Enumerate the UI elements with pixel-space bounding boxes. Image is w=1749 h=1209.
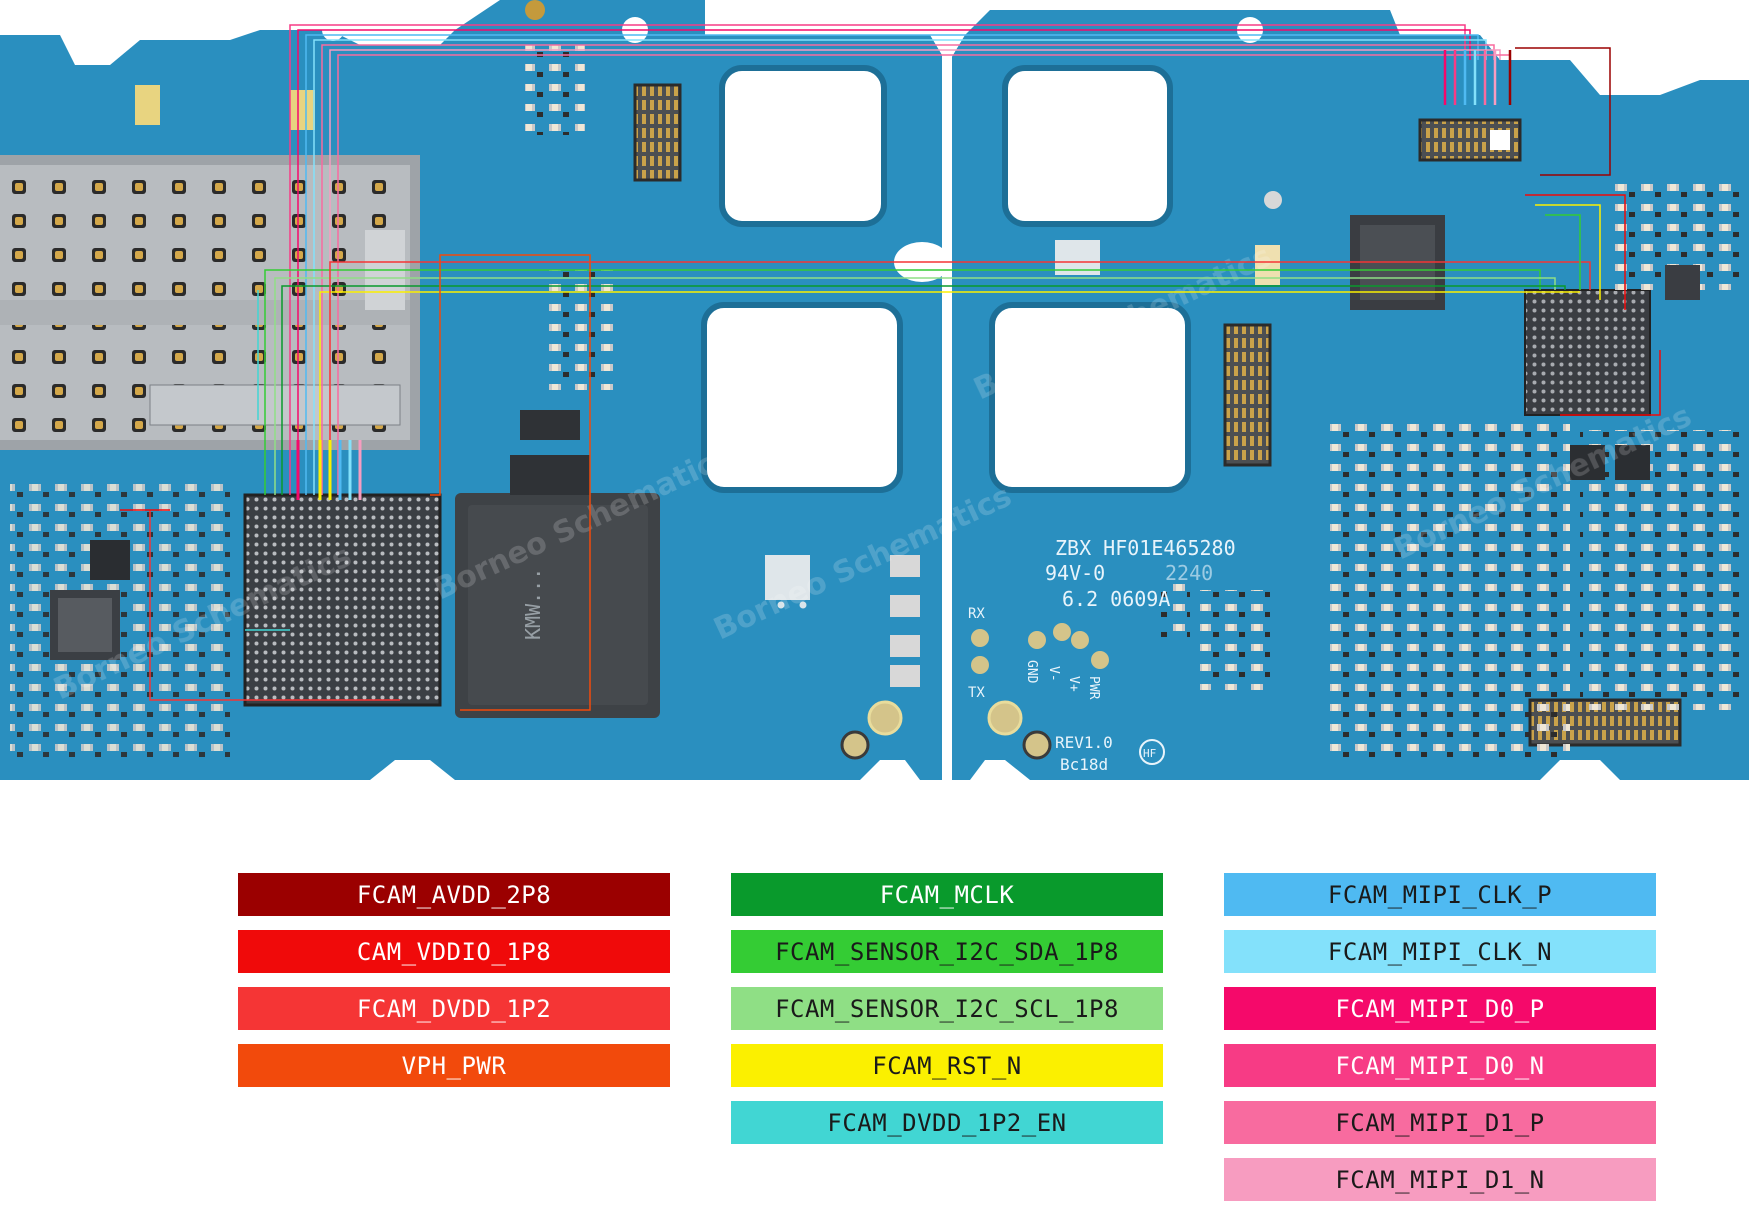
legend-item-fcam-dvdd-1p2: FCAM_DVDD_1P2 [238,987,670,1030]
pcb-board-photo: KMW... ZBX [0,0,1749,780]
pmic-bga-chip [1524,289,1651,416]
legend-item-fcam-mipi-d1-p: FCAM_MIPI_D1_P [1224,1101,1656,1144]
board-connector [1418,118,1522,162]
board-connector [1223,323,1272,467]
qr-code [765,555,810,600]
silk-pad-vplus: V+ [1066,676,1081,692]
silk-code-line1: ZBX HF01E465280 [1055,536,1236,560]
silk-hf-mark: HF [1143,747,1156,760]
legend-item-fcam-dvdd-1p2-en: FCAM_DVDD_1P2_EN [731,1101,1163,1144]
signal-traces [120,24,1661,711]
silk-rev-sub: Bc18d [1060,755,1108,774]
soc-bga-chip [243,493,442,707]
board-connector [633,83,682,182]
silk-pad-pwr: PWR [1086,676,1101,700]
legend-item-fcam-mipi-clk-n: FCAM_MIPI_CLK_N [1224,930,1656,973]
silk-pad-gnd: GND [1024,660,1039,684]
qr-code [1055,240,1100,275]
silk-rev: REV1.0 [1055,733,1113,752]
silk-pad-vminus: V- [1046,666,1061,682]
legend-item-fcam-sensor-i2c-scl-1p8: FCAM_SENSOR_I2C_SCL_1P8 [731,987,1163,1030]
camera-cutout [701,302,903,493]
legend-item-vph-pwr: VPH_PWR [238,1044,670,1087]
silk-code-line2: 94V-0 [1045,561,1105,585]
silk-date-code: 2240 [1165,561,1213,585]
legend-item-fcam-mipi-clk-p: FCAM_MIPI_CLK_P [1224,873,1656,916]
legend-item-fcam-mclk: FCAM_MCLK [731,873,1163,916]
camera-cutout [1002,65,1173,227]
silk-pad-rx: RX [968,606,985,622]
legend-item-fcam-mipi-d1-n: FCAM_MIPI_D1_N [1224,1158,1656,1201]
silk-code-line3: 6.2 0609A [1062,587,1170,611]
silk-pad-tx: TX [968,685,985,701]
legend-item-fcam-mipi-d0-p: FCAM_MIPI_D0_P [1224,987,1656,1030]
camera-cutout [719,65,887,227]
legend-item-fcam-rst-n: FCAM_RST_N [731,1044,1163,1087]
legend-item-fcam-avdd-2p8: FCAM_AVDD_2P8 [238,873,670,916]
camera-cutout [989,302,1191,493]
legend-item-fcam-sensor-i2c-sda-1p8: FCAM_SENSOR_I2C_SDA_1P8 [731,930,1163,973]
legend-item-fcam-mipi-d0-n: FCAM_MIPI_D0_N [1224,1044,1656,1087]
legend-item-cam-vddio-1p8: CAM_VDDIO_1P8 [238,930,670,973]
memory-marking: KMW... [521,568,545,640]
